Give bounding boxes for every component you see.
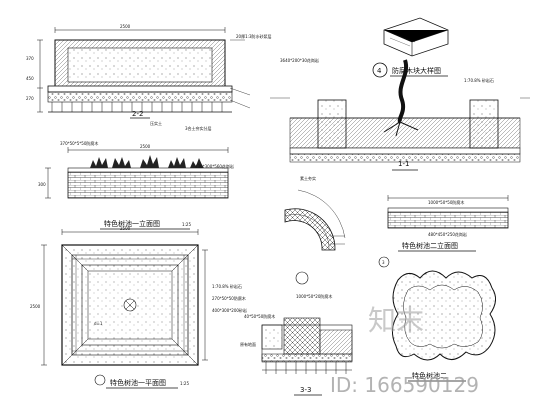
- section-2-2-dim-2: 450: [26, 76, 34, 81]
- plan-1-note-1: 1:70.8% 砂岩石: [212, 283, 242, 289]
- elevation-tree-pool-2: 1000*50*50防腐木 480*450*250花岗岩 特色树池二立面图: [387, 195, 509, 252]
- section-1-1: 3640*200*30花岗岩 1:70.8% 砂岩石 素土夯实 1-1: [270, 57, 530, 181]
- plan-1-note-3: 400*300*200砂岩: [212, 307, 247, 313]
- section-3-3-note-1: 1000*50*20防腐木: [296, 293, 332, 299]
- plan-1-dim-top: 2500: [120, 226, 131, 231]
- section-2-2-dim-3: 270: [26, 96, 34, 101]
- plan-tree-pool-1: d=1 2500 2500 1:70.8% 砂岩石 270*50*50防腐木 4…: [30, 226, 247, 389]
- section-3-3-note-2: 40*50*50防腐木: [244, 313, 275, 319]
- detail-4-wood-block: 4 防腐木块大样图: [372, 17, 449, 78]
- section-2-2-note-3: 压实土: [150, 120, 162, 126]
- section-1-1-note-1: 3640*200*30花岗岩: [280, 57, 319, 63]
- elevation-1-dim-width: 2500: [140, 144, 151, 149]
- plan-1-scale: 1:25: [180, 381, 189, 386]
- plan-1-note-2: 270*50*50防腐木: [212, 295, 246, 301]
- section-3-3: 1000*50*20防腐木 40*50*50防腐木 原有地面 3-3: [240, 271, 353, 396]
- plan-1-dim-side: 2500: [30, 304, 41, 309]
- elevation-1-dim-height: 300: [38, 182, 46, 187]
- elevation-1-scale: 1:25: [182, 222, 191, 227]
- section-2-2-dim-1: 370: [26, 56, 34, 61]
- section-2-2-note-1: 20厚1:3防水砂浆层: [236, 33, 272, 39]
- section-1-1-note-2: 1:70.8% 砂岩石: [464, 77, 494, 83]
- elevation-1-title: 特色树池一立面图: [104, 219, 160, 228]
- section-2-2-label: 2-2: [132, 110, 143, 118]
- plan-1-center-label: d=1: [94, 321, 103, 326]
- elevation-1-note-2: 430*300*560花岗岩: [195, 163, 234, 169]
- detail-4-label: 4: [377, 67, 382, 75]
- section-1-1-note-3: 素土夯实: [300, 175, 316, 181]
- elevation-2-note-2: 480*450*250花岗岩: [428, 231, 467, 237]
- elevation-2-note-1: 1000*50*50防腐木: [428, 199, 464, 205]
- watermark-brand: 知末: [368, 304, 424, 337]
- elevation-tree-pool-1: 2500 300 370*50*5*50防腐木 430*300*560花岗岩 特…: [38, 140, 234, 230]
- section-1-1-label: 1-1: [398, 160, 409, 168]
- plan-2-label: 3: [382, 260, 385, 265]
- plan-1-title: 特色树池一平面图: [110, 378, 166, 387]
- elevation-1-note-1: 370*50*5*50防腐木: [60, 140, 98, 146]
- section-2-2: 2500 370 450 270 20厚1:3防水砂浆层 3合土夯实分层 压实土…: [26, 24, 272, 131]
- section-3-3-note-3: 原有地面: [240, 341, 256, 347]
- plan-2-title: 特色树池二: [412, 371, 447, 380]
- section-2-2-dim-width: 2500: [120, 24, 131, 29]
- section-2-2-note-2: 3合土夯实分层: [185, 125, 212, 131]
- plan-tree-pool-2: 3 特色树池二: [378, 256, 496, 382]
- watermark: 知末 ID: 166590129: [330, 304, 479, 397]
- section-3-3-label: 3-3: [300, 386, 311, 394]
- watermark-id: ID: 166590129: [330, 373, 479, 397]
- elevation-2-title: 特色树池二立面图: [402, 241, 458, 250]
- corner-detail: [284, 189, 346, 251]
- detail-4-title: 防腐木块大样图: [392, 66, 441, 75]
